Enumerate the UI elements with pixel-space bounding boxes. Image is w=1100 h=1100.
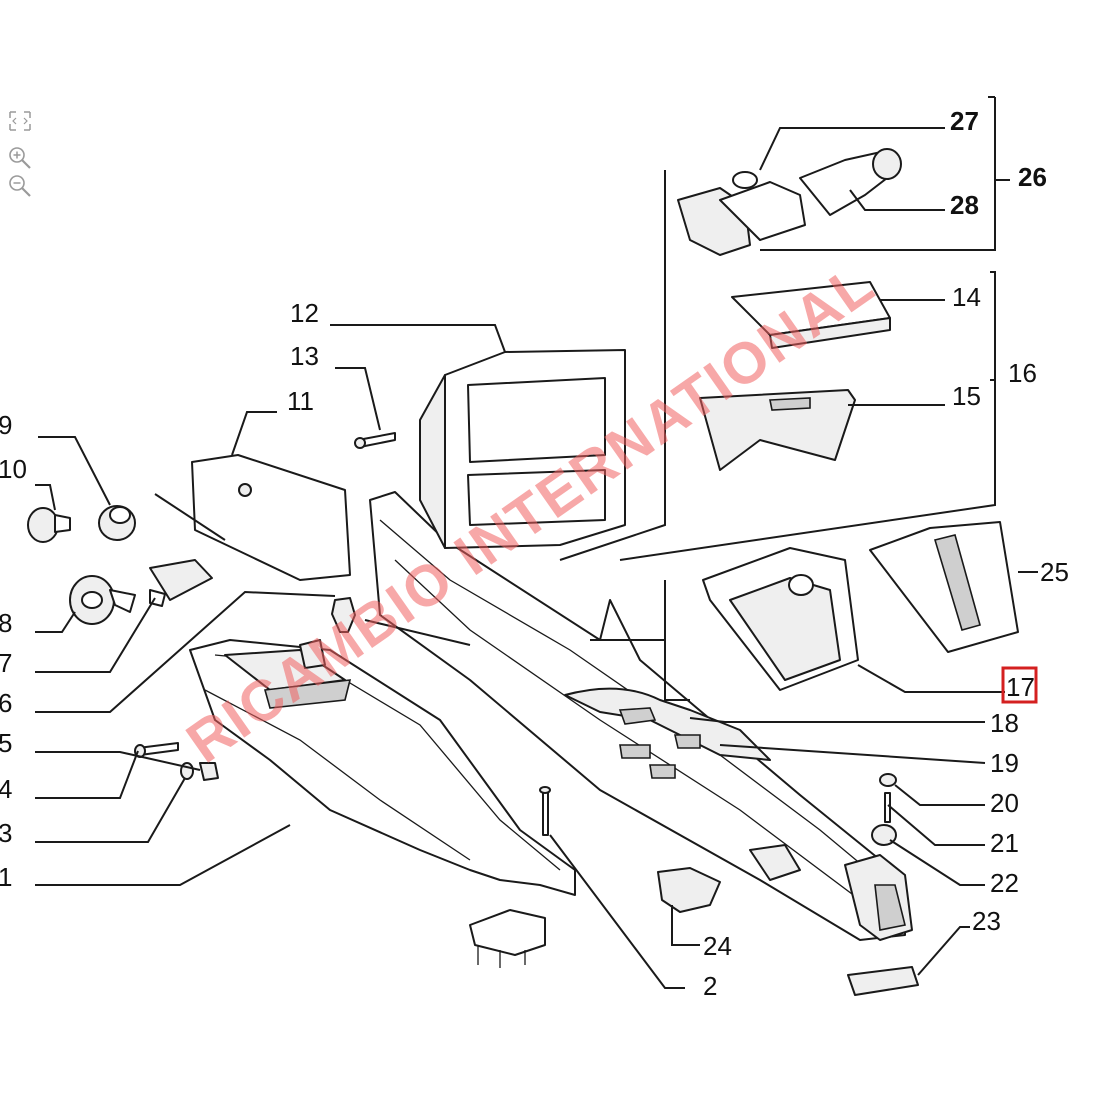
part-17-gear-boot-panel [702,547,859,691]
part-20-cap [879,773,897,787]
callout-23[interactable]: 23 [972,906,1001,936]
callout-17[interactable]: 17 [1006,672,1035,702]
callout-21[interactable]: 21 [990,828,1019,858]
part-23-cap [847,966,919,996]
callout-20[interactable]: 20 [990,788,1019,818]
part-26-lighter-assembly [677,148,902,256]
part-14-lid [731,281,891,349]
part-12-frame [419,349,626,549]
callout-2[interactable]: 2 [703,971,717,1001]
part-25-selector-plate [869,521,1019,653]
callout-13[interactable]: 13 [290,341,319,371]
callout-4[interactable]: 4 [0,774,12,804]
callout-3[interactable]: 3 [0,818,12,848]
fit-screen-button[interactable] [6,108,34,134]
callout-27[interactable]: 27 [950,106,979,136]
callout-14[interactable]: 14 [952,282,981,312]
callout-5[interactable]: 5 [0,728,12,758]
callout-11[interactable]: 11 [287,386,314,416]
callout-25[interactable]: 25 [1040,557,1069,587]
part-13-screw [354,432,396,449]
callout-28[interactable]: 28 [950,190,979,220]
part-21-screw [884,792,891,823]
part-6-clip [331,597,356,633]
zoom-out-icon [9,175,31,197]
callout-15[interactable]: 15 [952,381,981,411]
callout-1[interactable]: 1 [0,862,12,892]
callout-labels: 27 26 28 14 16 15 12 13 11 9 10 8 7 6 5 … [0,106,1069,1001]
part-7-latch [149,559,213,607]
callout-12[interactable]: 12 [290,298,319,328]
highlight-box-part-17 [1001,666,1038,704]
zoom-in-icon [9,147,31,169]
bottom-bracket [469,909,546,968]
part-5-nut [199,762,219,781]
part-24-cover [657,867,721,913]
part-4-bolt [134,742,179,758]
center-console-body [369,491,913,941]
callout-19[interactable]: 19 [990,748,1019,778]
part-11-panel [191,454,351,581]
callout-9[interactable]: 9 [0,410,12,440]
callout-7[interactable]: 7 [0,648,12,678]
leader-lines [35,96,1038,989]
callout-26[interactable]: 26 [1018,162,1047,192]
part-1-side-shell [189,639,576,896]
callout-6[interactable]: 6 [0,688,12,718]
fit-screen-icon [9,111,31,131]
callout-18[interactable]: 18 [990,708,1019,738]
callout-10[interactable]: 10 [0,454,27,484]
callout-8[interactable]: 8 [0,608,12,638]
zoom-in-button[interactable] [6,144,34,170]
part-9-bushing [98,505,136,541]
callout-22[interactable]: 22 [990,868,1019,898]
callout-24[interactable]: 24 [703,931,732,961]
part-15-ashtray [699,389,856,471]
zoom-out-button[interactable] [6,172,34,198]
part-8-lock [69,575,136,625]
part-10-knob [27,507,71,543]
part-2-screw [539,786,551,836]
callout-16[interactable]: 16 [1008,358,1037,388]
